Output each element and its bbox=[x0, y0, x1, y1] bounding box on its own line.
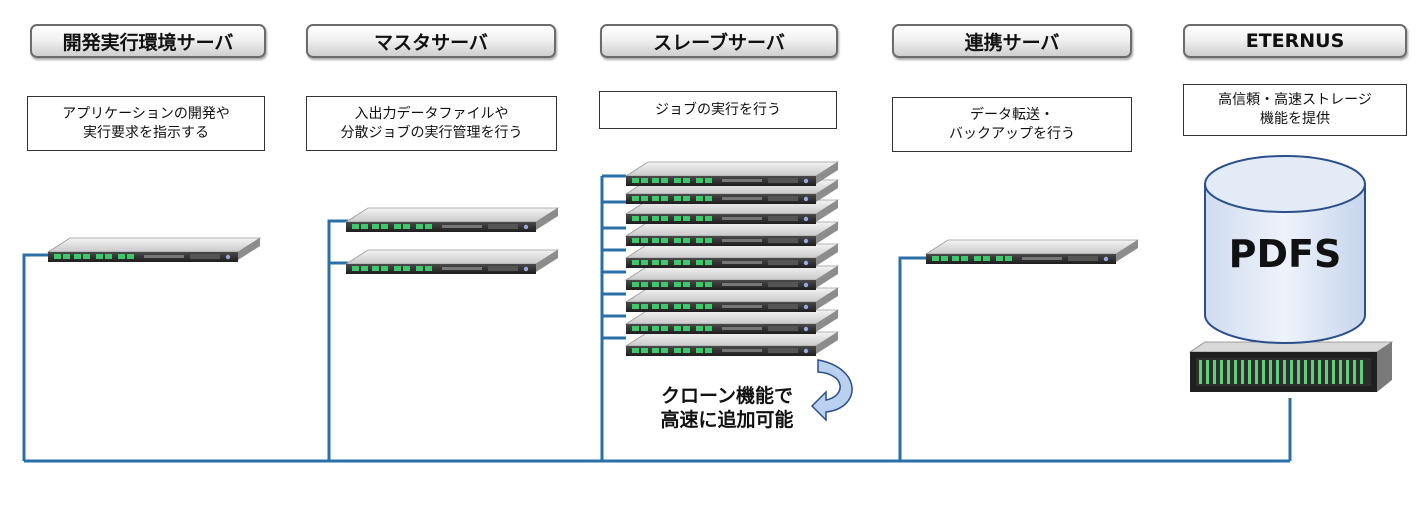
slave-server-icon-4 bbox=[625, 221, 839, 247]
master-server-icon-2 bbox=[345, 249, 559, 275]
slave-server-icon-1 bbox=[625, 161, 839, 187]
clone-note: クローン機能で 高速に追加可能 bbox=[660, 385, 794, 431]
desc-dev-server: アプリケーションの開発や 実行要求を指示する bbox=[27, 96, 265, 151]
dev-server-icon bbox=[47, 237, 261, 263]
eternus-storage-icon bbox=[1188, 341, 1394, 392]
header-link-server: 連携サーバ bbox=[892, 24, 1132, 58]
slave-server-icon-7 bbox=[625, 287, 839, 313]
slave-server-icon-6 bbox=[625, 265, 839, 291]
header-dev-server: 開発実行環境サーバ bbox=[30, 24, 266, 58]
header-master-server: マスタサーバ bbox=[306, 24, 556, 58]
header-eternus: ETERNUS bbox=[1183, 24, 1407, 58]
slave-server-icon-8 bbox=[625, 309, 839, 335]
clone-arrow-icon bbox=[810, 359, 853, 422]
desc-link-server: データ転送・ バックアップを行う bbox=[892, 97, 1132, 152]
desc-slave-server: ジョブの実行を行う bbox=[599, 91, 837, 129]
desc-eternus: 高信頼・高速ストレージ 機能を提供 bbox=[1183, 84, 1407, 136]
pdfs-label: PDFS bbox=[1228, 232, 1342, 276]
pdfs-cylinder-icon bbox=[1204, 155, 1366, 344]
master-server-icon-1 bbox=[345, 207, 559, 233]
slave-server-icon-5 bbox=[625, 243, 839, 269]
slave-server-icon-9 bbox=[625, 331, 839, 357]
desc-master-server: 入出力データファイルや 分散ジョブの実行管理を行う bbox=[306, 96, 557, 151]
header-slave-server: スレーブサーバ bbox=[600, 24, 838, 58]
link-server-icon bbox=[925, 239, 1139, 265]
